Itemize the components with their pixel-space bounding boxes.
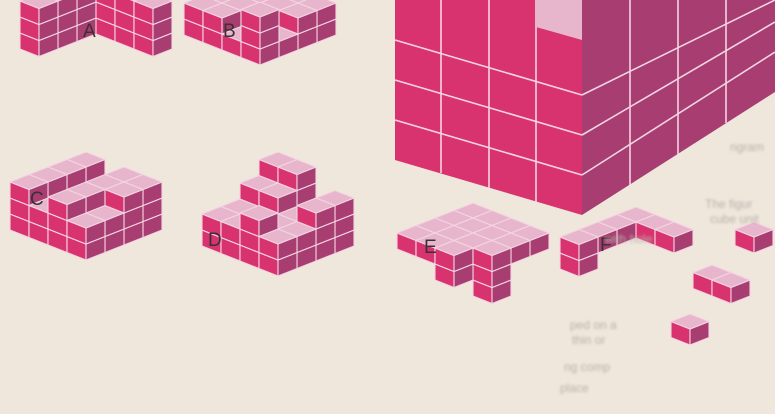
label-d: D: [208, 230, 222, 252]
unit-cube: [671, 314, 709, 345]
figure-f-mid: [693, 265, 750, 304]
label-b: B: [223, 21, 236, 43]
large-cube: [395, 0, 775, 215]
figure-b: [184, 0, 336, 65]
bg-text-1: ngram: [730, 140, 764, 154]
figure-d: [202, 152, 354, 276]
bg-text-8: place: [560, 381, 589, 395]
figure-f-bottom: [671, 314, 709, 345]
bg-text-5: ped on a: [570, 318, 617, 332]
label-a: A: [83, 21, 96, 43]
bg-text-2: The figur: [705, 197, 752, 211]
label-e: E: [424, 237, 437, 259]
figure-e: [397, 203, 549, 304]
label-c: C: [30, 189, 44, 211]
bg-text-7: ng comp: [564, 360, 610, 374]
figure-f-right: [735, 222, 773, 253]
figure-a: [20, 0, 172, 57]
unit-cube: [735, 222, 773, 253]
bg-text-4: with hole: [605, 232, 652, 246]
bg-text-3: cube unit: [710, 212, 759, 226]
bg-text-6: thin or: [572, 333, 605, 347]
